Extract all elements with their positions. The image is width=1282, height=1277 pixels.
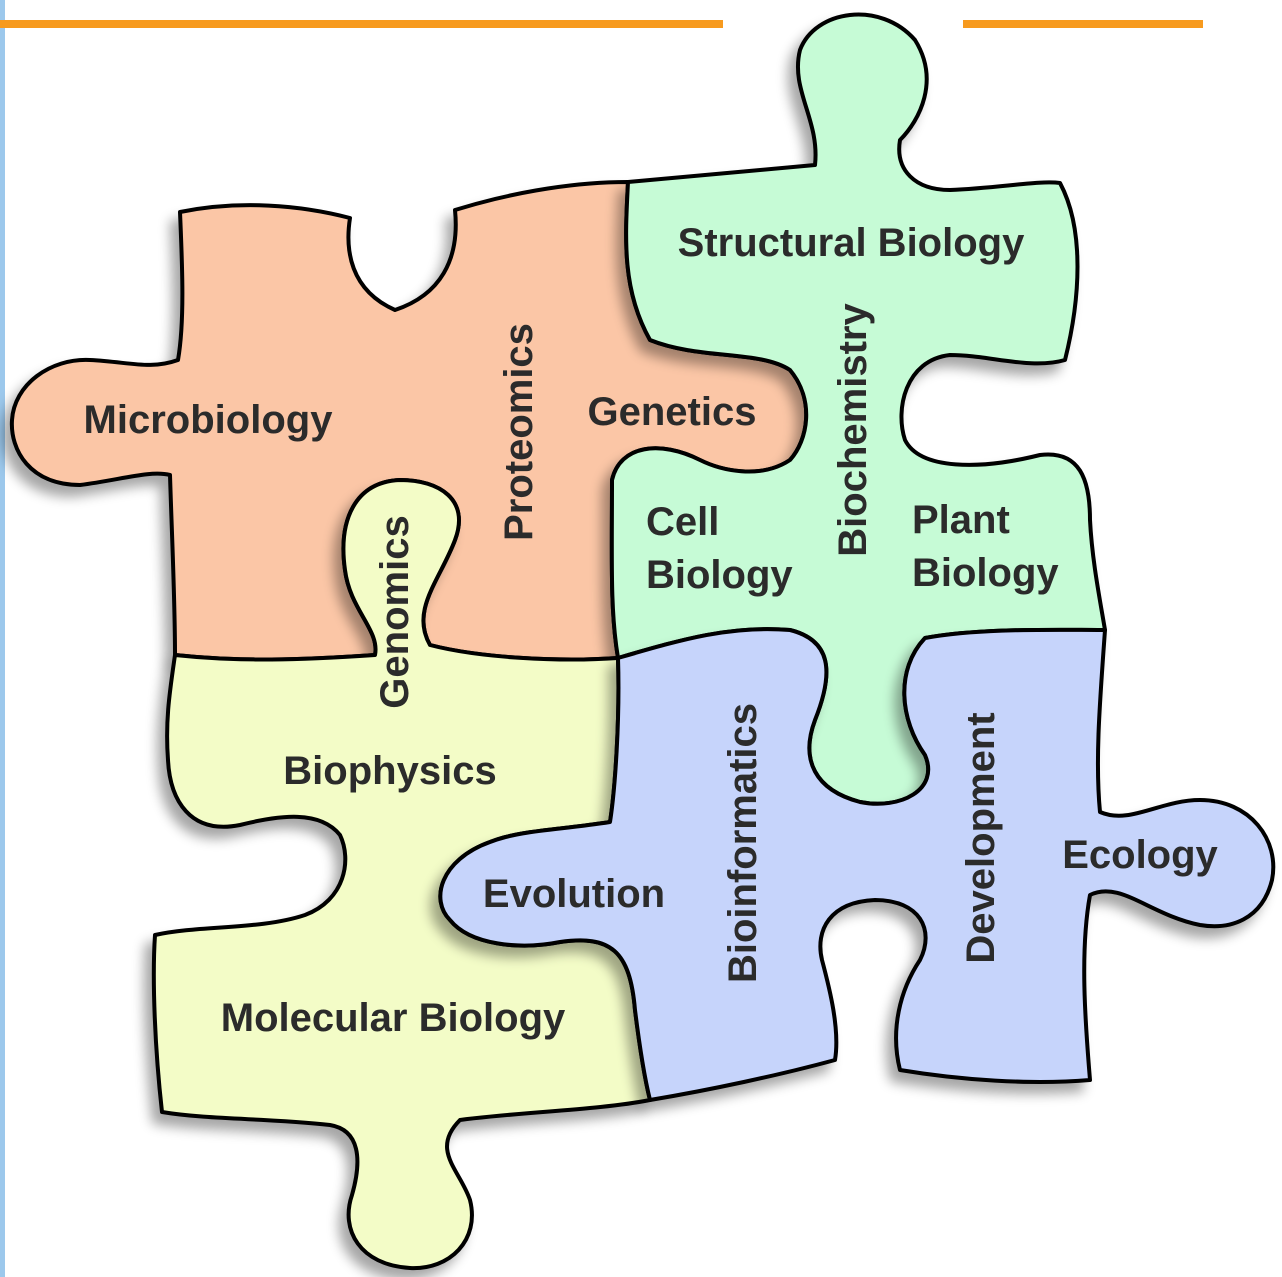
label-plant-biology: Biology: [912, 551, 1059, 595]
label-proteomics: Proteomics: [497, 323, 541, 541]
label-microbiology: Microbiology: [84, 398, 334, 442]
label-structural-biology: Structural Biology: [678, 221, 1025, 265]
label-plant: Plant: [912, 498, 1010, 542]
label-biochemistry: Biochemistry: [831, 303, 875, 557]
label-development: Development: [959, 712, 1003, 963]
label-evolution: Evolution: [483, 872, 665, 916]
label-genetics: Genetics: [588, 390, 757, 434]
label-cell-biology: Biology: [646, 553, 793, 597]
label-biophysics: Biophysics: [283, 749, 496, 793]
label-ecology: Ecology: [1062, 833, 1218, 877]
label-genomics: Genomics: [373, 515, 417, 708]
label-bioinformatics: Bioinformatics: [721, 703, 765, 983]
label-molecular-biology: Molecular Biology: [221, 996, 566, 1040]
label-cell: Cell: [646, 500, 719, 544]
